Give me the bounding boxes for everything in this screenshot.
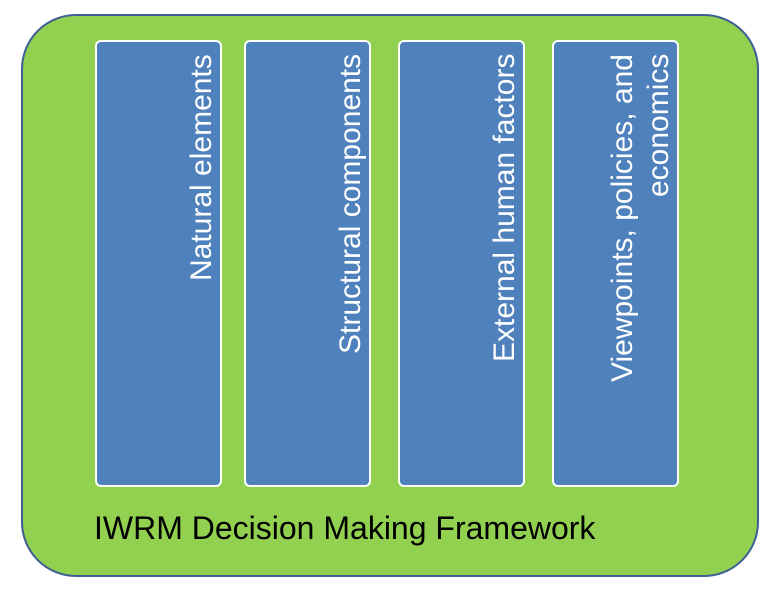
column-label: Viewpoints, policies, and economics xyxy=(606,54,675,382)
column-label: External human factors xyxy=(488,54,521,363)
framework-caption: IWRM Decision Making Framework xyxy=(94,510,596,546)
column-structural-components: Structural components xyxy=(244,40,371,487)
column-external-human-factors: External human factors xyxy=(398,40,525,487)
column-natural-elements: Natural elements xyxy=(95,40,222,487)
column-label: Natural elements xyxy=(185,54,218,281)
column-viewpoints-policies-economics: Viewpoints, policies, and economics xyxy=(552,40,679,487)
column-label: Structural components xyxy=(334,54,367,355)
